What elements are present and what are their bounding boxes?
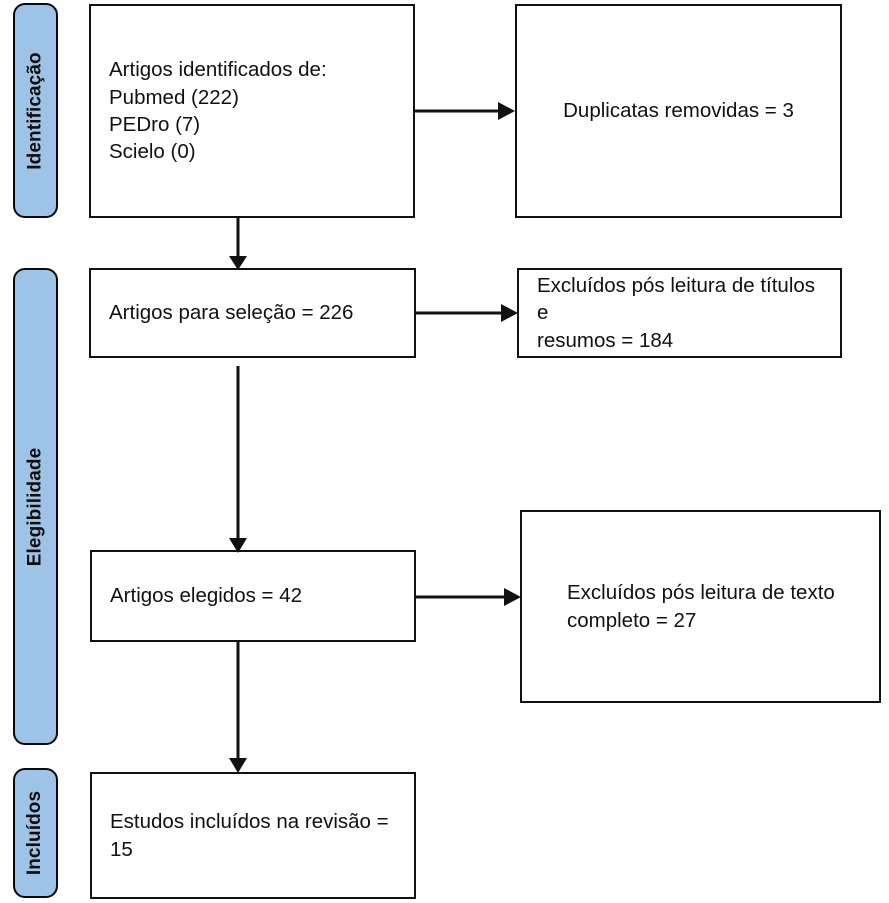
node-eligible: Artigos elegidos = 42 xyxy=(90,550,416,642)
node-included: Estudos incluídos na revisão = 15 xyxy=(90,772,416,899)
node-identified-text: Artigos identificados de: Pubmed (222) P… xyxy=(109,58,327,164)
node-eligible-text: Artigos elegidos = 42 xyxy=(110,584,303,608)
stage-incluidos: Incluídos xyxy=(13,768,58,898)
arrow-identified-to-screened xyxy=(223,216,253,272)
node-excluded-title-abstract-text: Excluídos pós leitura de títulos e resum… xyxy=(537,273,816,352)
stage-elegibilidade: Elegibilidade xyxy=(13,268,58,745)
node-duplicates-removed-text: Duplicatas removidas = 3 xyxy=(563,99,794,123)
stage-identificacao-label: Identificação xyxy=(24,51,46,170)
node-included-text: Estudos incluídos na revisão = 15 xyxy=(110,810,389,861)
stage-identificacao: Identificação xyxy=(13,3,58,218)
node-duplicates-removed: Duplicatas removidas = 3 xyxy=(515,4,842,218)
node-screened-text: Artigos para seleção = 226 xyxy=(109,301,354,325)
node-identified: Artigos identificados de: Pubmed (222) P… xyxy=(89,4,415,218)
arrow-eligible-to-excluded-fulltext xyxy=(415,582,527,612)
arrow-screened-to-excluded-titles xyxy=(415,298,521,328)
node-excluded-fulltext-text: Excluídos pós leitura de texto completo … xyxy=(567,581,835,632)
stage-elegibilidade-label: Elegibilidade xyxy=(24,447,46,566)
arrow-identified-to-duplicates xyxy=(414,96,520,126)
node-excluded-title-abstract: Excluídos pós leitura de títulos e resum… xyxy=(517,268,842,358)
arrow-screened-to-eligible xyxy=(223,366,253,556)
node-screened: Artigos para seleção = 226 xyxy=(89,268,416,358)
arrow-eligible-to-included xyxy=(223,640,253,776)
node-excluded-fulltext: Excluídos pós leitura de texto completo … xyxy=(520,510,881,703)
stage-incluidos-label: Incluídos xyxy=(24,790,46,876)
